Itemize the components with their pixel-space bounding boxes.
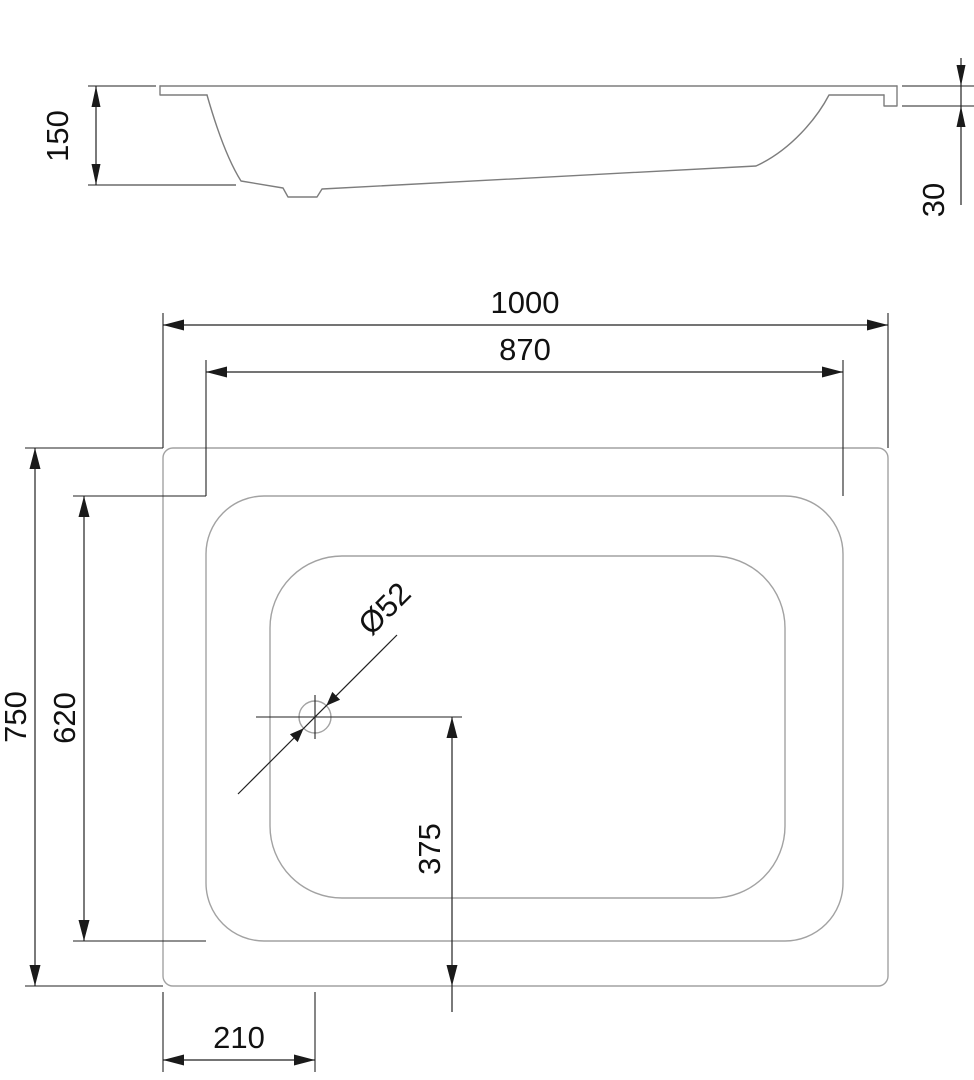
side-depth-label: 150 (40, 110, 75, 162)
dimension-arrow-right (822, 366, 843, 378)
dimension-arrow-up (91, 86, 101, 107)
dimension-arrow-left (163, 1054, 184, 1066)
dimension-arrow-down (91, 164, 101, 185)
dimension-arrow-right (867, 319, 888, 331)
drain-offset-bottom-label: 375 (412, 823, 447, 875)
outer-length-label: 750 (0, 691, 33, 743)
dimension-arrow-upper-right (289, 728, 304, 743)
dimension-arrow-up (446, 717, 458, 738)
dim-rim-height: 30 (902, 58, 974, 217)
tray-right-apron-line (883, 85, 898, 107)
dimension-arrow-down (446, 965, 458, 986)
dim-side-depth: 150 (40, 85, 236, 186)
dimension-arrow-lower-left (326, 691, 341, 706)
dim-inner-length: 620 (47, 495, 206, 942)
outer-width-label: 1000 (491, 285, 560, 320)
side-view (159, 85, 898, 198)
inner-width-label: 870 (499, 332, 551, 367)
inner-length-label: 620 (47, 692, 82, 744)
dimension-arrow-up (78, 496, 90, 517)
tray-basin-floor-outline (269, 555, 786, 899)
dimension-arrow-down (78, 920, 90, 941)
dimension-arrow-left (206, 366, 227, 378)
dimension-arrow-right (294, 1054, 315, 1066)
dim-inner-width: 870 (205, 332, 844, 496)
tray-basin-profile-line (206, 94, 885, 198)
leader-line (237, 634, 398, 795)
dim-outer-length: 750 (0, 447, 163, 987)
tray-basin-rim-outline (205, 495, 844, 942)
dimension-arrow-down (29, 965, 41, 986)
dimension-arrow-left (163, 319, 184, 331)
dim-drain-offset-bottom: 375 (256, 716, 462, 1012)
drain-diameter-label: Ø52 (351, 575, 417, 641)
tray-outer-outline (162, 447, 889, 987)
drain-offset-left-label: 210 (213, 1020, 265, 1055)
tray-left-edge-line (159, 85, 208, 96)
dimension-arrow-down (956, 65, 966, 86)
dim-drain-diameter: Ø52 (237, 575, 418, 795)
dimension-arrow-up (956, 106, 966, 127)
rim-height-label: 30 (916, 183, 951, 217)
dim-outer-width: 1000 (162, 285, 889, 448)
dimension-arrow-up (29, 448, 41, 469)
dim-drain-offset-left: 210 (162, 992, 316, 1072)
